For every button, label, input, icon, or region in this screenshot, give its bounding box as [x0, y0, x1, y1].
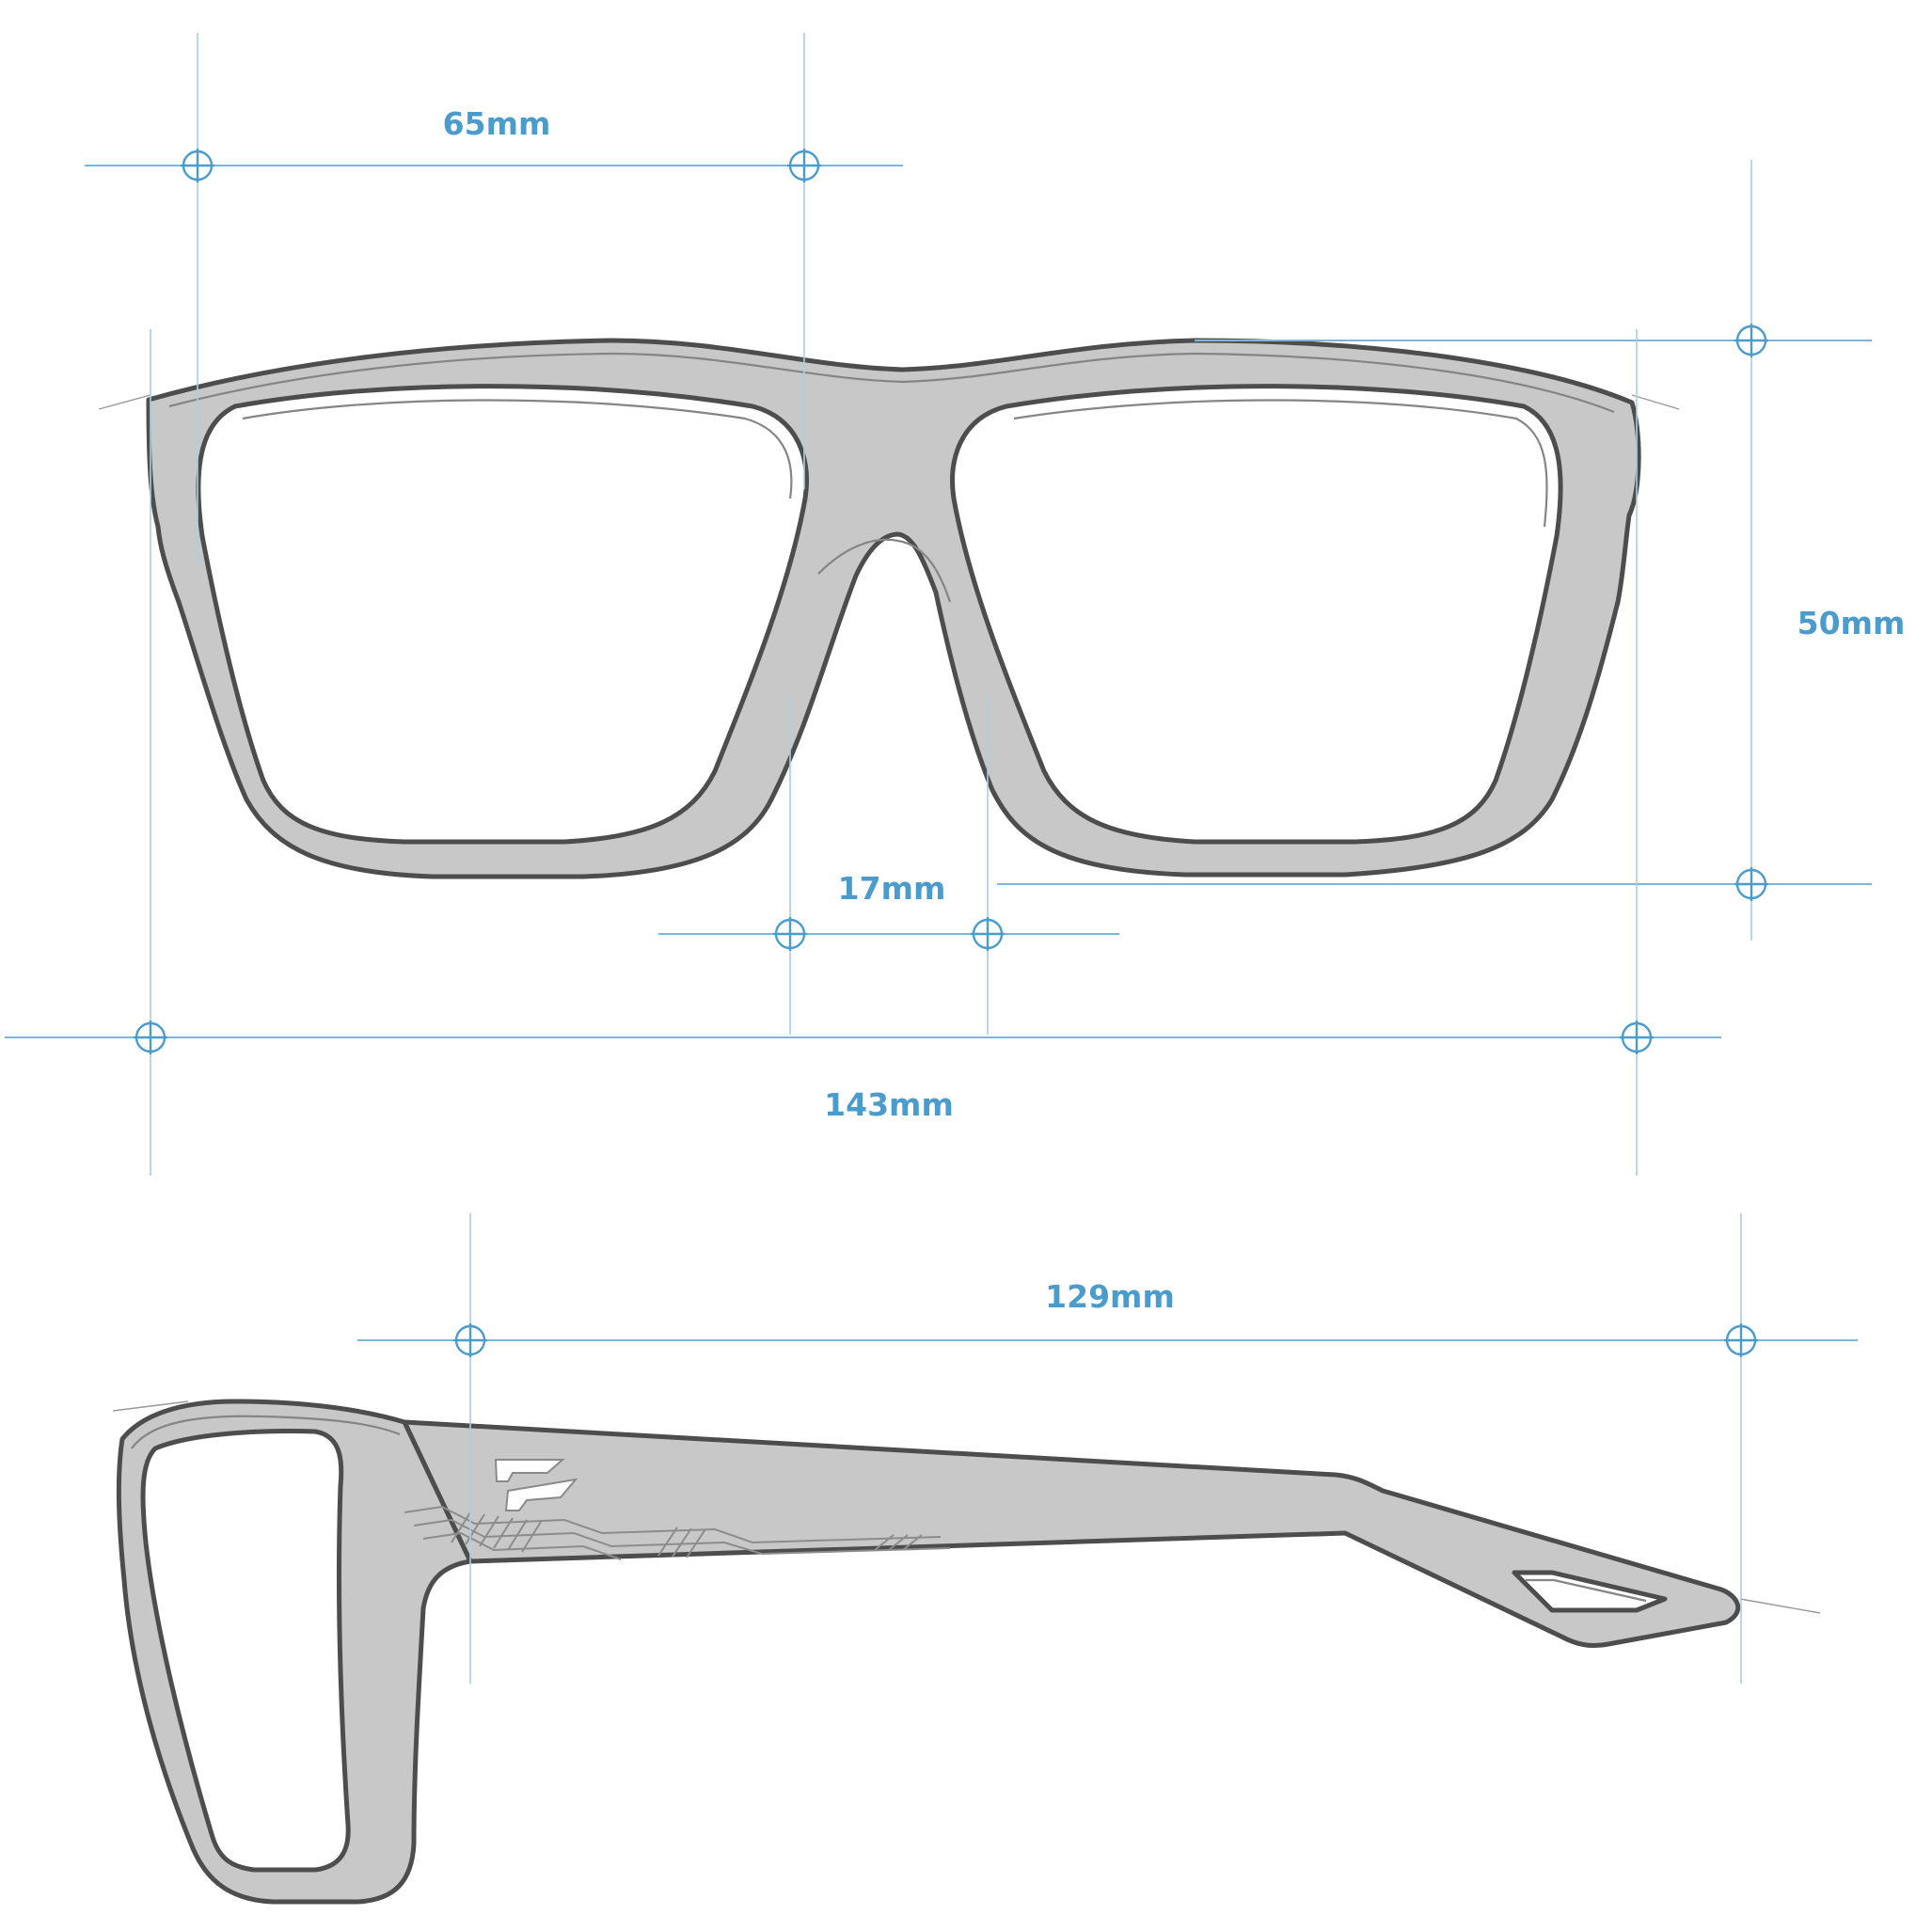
lens-width-dimension: 65mm [85, 33, 903, 564]
brand-logo-icon [494, 1459, 578, 1511]
frame-width-label: 143mm [824, 1086, 954, 1123]
side-view [112, 1399, 1821, 1905]
bridge-width-dimension: 17mm [658, 696, 1119, 1035]
temple-texture [404, 1505, 951, 1560]
temple-length-dimension: 129mm [357, 1213, 1858, 1684]
bridge-width-label: 17mm [838, 870, 946, 907]
lens-width-label: 65mm [443, 105, 551, 142]
front-view [98, 338, 1680, 879]
side-lens [140, 1429, 351, 1873]
lens-height-label: 50mm [1797, 605, 1906, 641]
temple-arm [402, 1419, 1740, 1649]
frame-width-dimension: 143mm [5, 329, 1721, 1176]
lens-height-dimension: 50mm [997, 160, 1905, 941]
temple-length-label: 129mm [1045, 1278, 1175, 1315]
left-lens [196, 384, 809, 845]
right-lens [950, 384, 1563, 845]
temple-vent [1512, 1570, 1668, 1613]
